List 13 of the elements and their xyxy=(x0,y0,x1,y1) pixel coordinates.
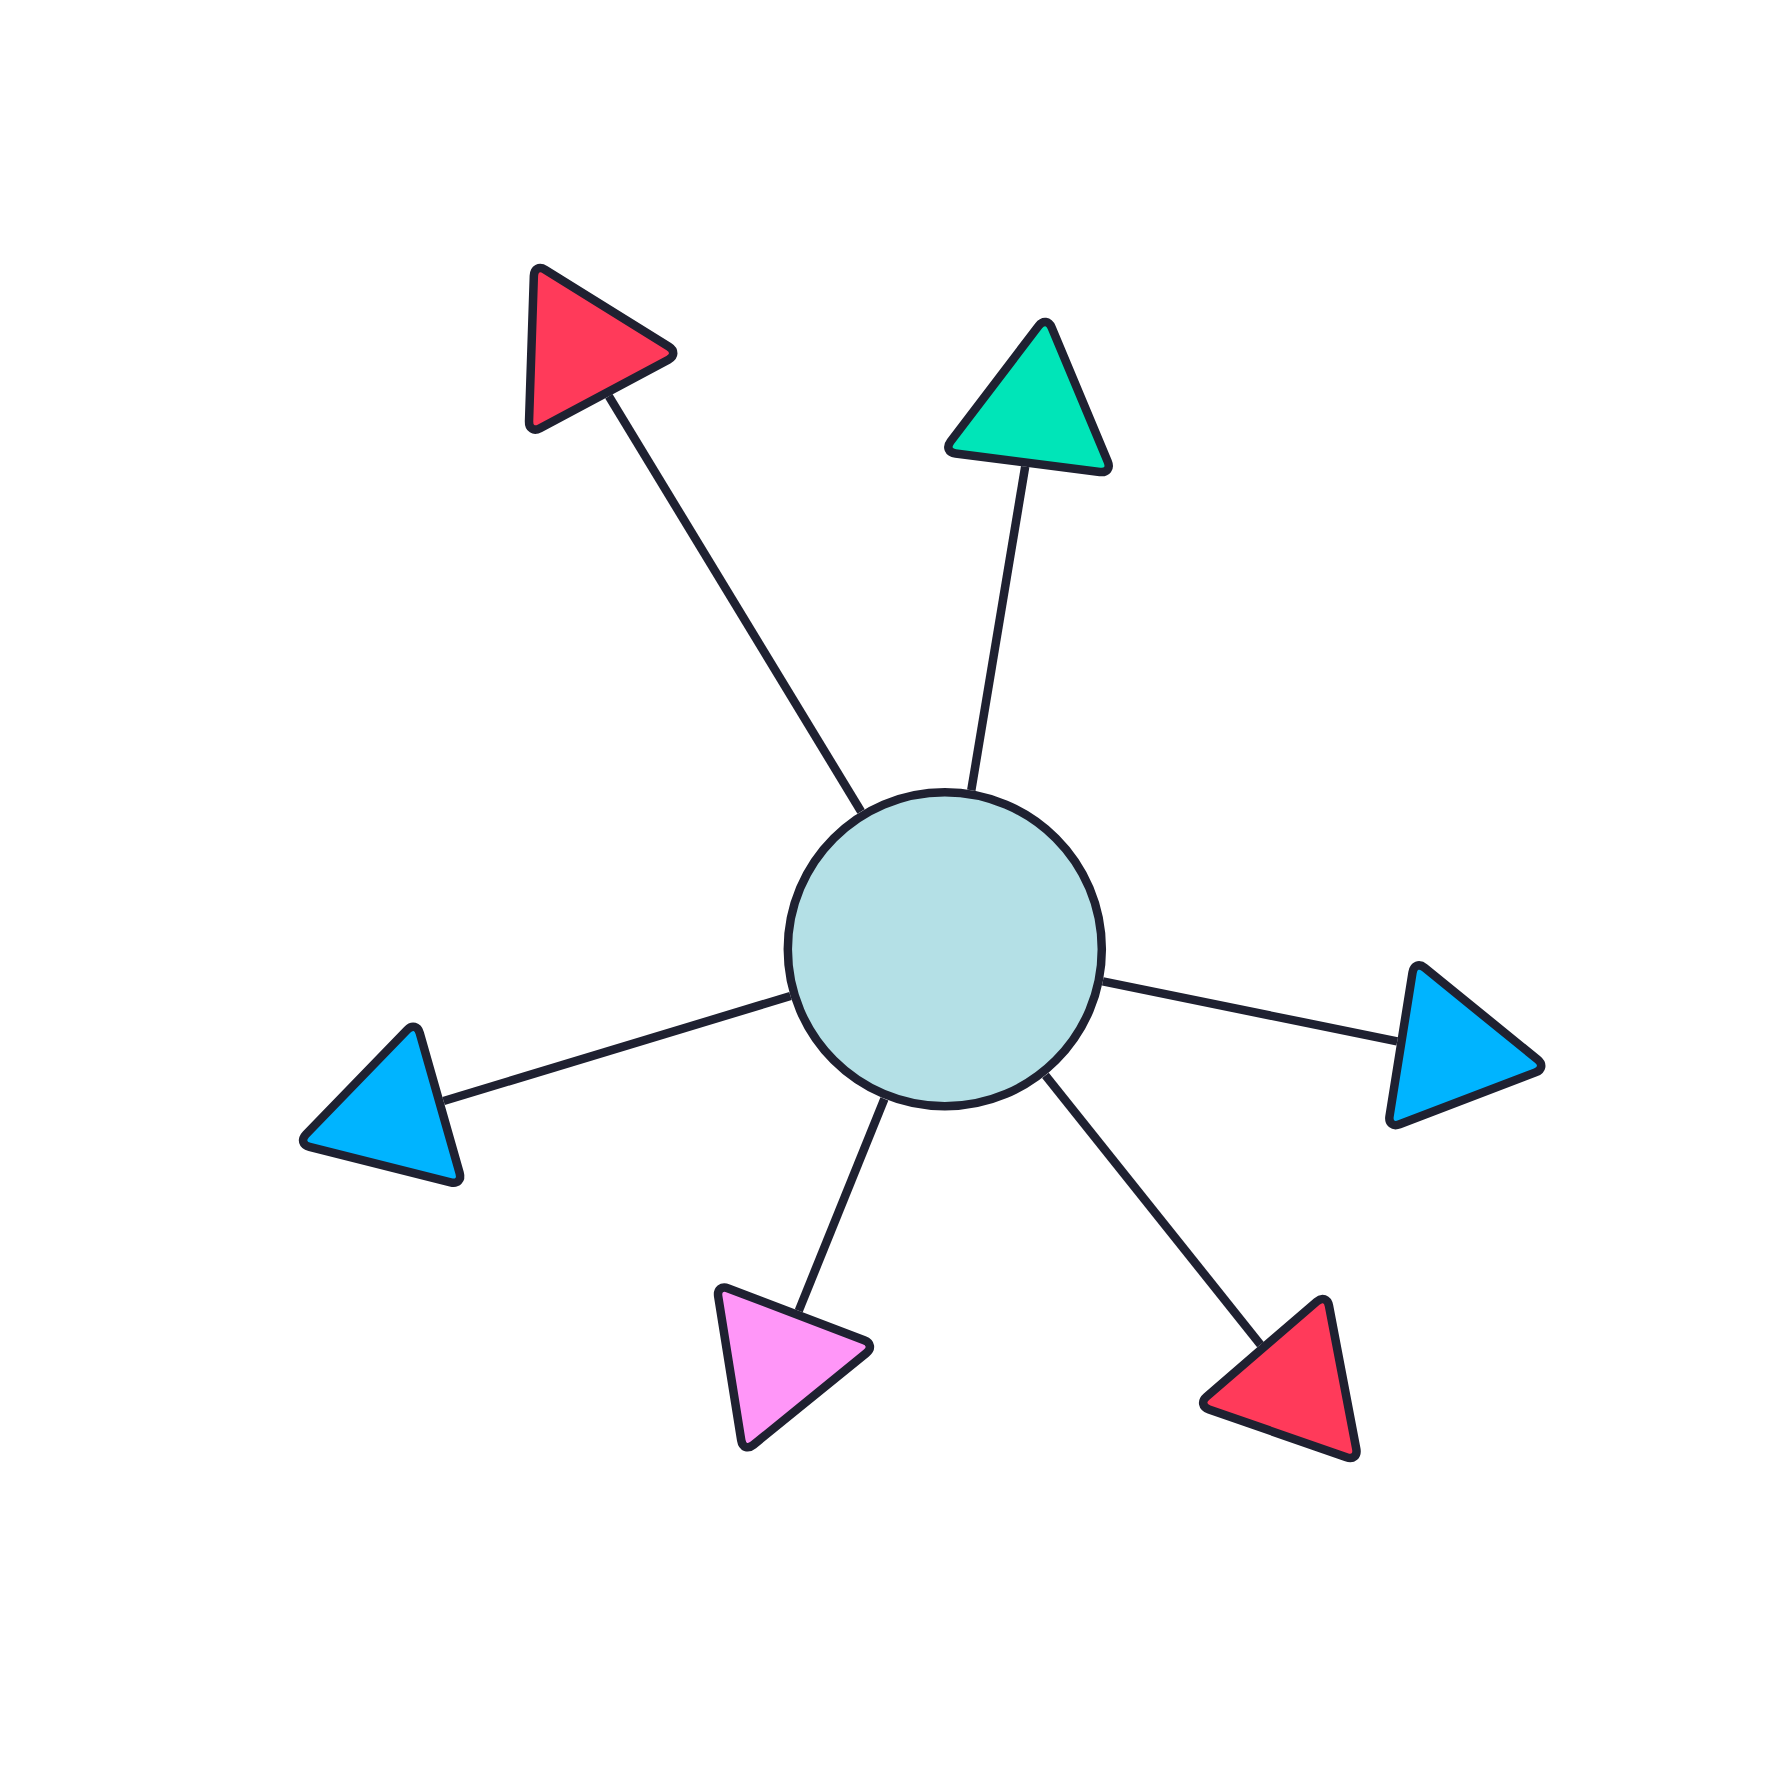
circle xyxy=(783,788,1107,1111)
connector-line xyxy=(794,1097,889,1313)
triangle xyxy=(524,263,678,434)
connector-line xyxy=(1042,1072,1264,1348)
triangle xyxy=(713,1283,875,1452)
triangle xyxy=(298,1022,465,1187)
connector-line xyxy=(967,465,1030,791)
triangle xyxy=(1198,1294,1361,1463)
triangle xyxy=(1385,961,1546,1130)
connector-line xyxy=(1101,977,1399,1046)
connector-line xyxy=(442,991,792,1106)
triangle xyxy=(944,317,1113,477)
connector-line xyxy=(605,394,865,814)
